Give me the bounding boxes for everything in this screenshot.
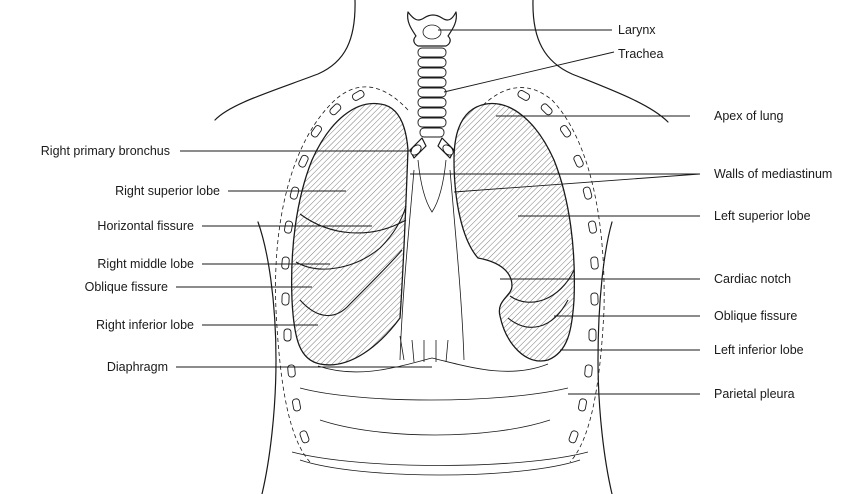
label-parietal-pleura: Parietal pleura <box>714 387 795 401</box>
mediastinum <box>400 160 464 360</box>
bronchi <box>409 138 455 158</box>
label-diaphragm: Diaphragm <box>107 360 168 374</box>
trachea-rings <box>418 48 446 137</box>
label-right-middle-lobe: Right middle lobe <box>97 257 194 271</box>
label-walls-of-mediastinum: Walls of mediastinum <box>714 167 832 181</box>
label-horizontal-fissure: Horizontal fissure <box>97 219 194 233</box>
label-larynx: Larynx <box>618 23 656 37</box>
right-lung <box>292 103 408 364</box>
larynx-shape <box>408 12 457 46</box>
label-cardiac-notch: Cardiac notch <box>714 272 791 286</box>
label-oblique-fissure-right: Oblique fissure <box>85 280 168 294</box>
label-right-inferior-lobe: Right inferior lobe <box>96 318 194 332</box>
label-oblique-fissure-left: Oblique fissure <box>714 309 797 323</box>
label-apex-of-lung: Apex of lung <box>714 109 784 123</box>
labels-left: Right primary bronchus Right superior lo… <box>41 144 220 374</box>
labels-right: Larynx Trachea Apex of lung Walls of med… <box>618 23 832 401</box>
label-trachea: Trachea <box>618 47 663 61</box>
label-right-primary-bronchus: Right primary bronchus <box>41 144 170 158</box>
label-left-superior-lobe: Left superior lobe <box>714 209 811 223</box>
label-left-inferior-lobe: Left inferior lobe <box>714 343 804 357</box>
label-right-superior-lobe: Right superior lobe <box>115 184 220 198</box>
left-lung <box>454 103 574 360</box>
